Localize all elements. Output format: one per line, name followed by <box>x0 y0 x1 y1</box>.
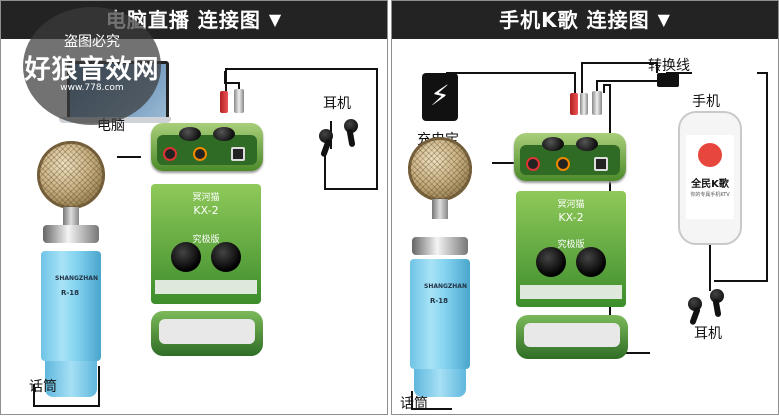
microphone-body <box>41 251 101 361</box>
jack-icon <box>526 157 540 171</box>
silver-plug <box>234 89 244 113</box>
app-name: 全民K歌 <box>686 175 734 190</box>
sound-card-rear-view <box>151 311 263 356</box>
effect-knob-icon <box>211 242 241 272</box>
power-bank-icon: ⚡ <box>422 73 458 121</box>
card-edition: 究极版 <box>151 232 261 245</box>
microphone-ring <box>412 237 468 255</box>
card-model: KX-2 <box>151 204 261 217</box>
sound-card-top-view <box>151 123 263 171</box>
left-panel-computer-streaming: 电脑直播 连接图▼ 电脑 盗图必究 好狼音效网 www.778.com <box>0 0 388 415</box>
microphone-body <box>410 259 470 369</box>
microphone-neck <box>432 199 448 219</box>
microphone-label: 话筒 <box>400 393 428 413</box>
card-edition: 究极版 <box>516 237 626 250</box>
jack-icon <box>163 147 177 161</box>
microphone-ring <box>43 225 99 243</box>
knob-icon <box>576 137 598 151</box>
effect-knob-icon <box>576 247 606 277</box>
jack-icon <box>193 147 207 161</box>
button-strip <box>155 280 257 294</box>
knob-icon <box>542 137 564 151</box>
silver-plug <box>580 93 588 115</box>
volume-knob-icon <box>536 247 566 277</box>
microphone-head <box>408 137 472 201</box>
jack-icon <box>556 157 570 171</box>
silver-plug <box>592 91 602 115</box>
phone-screen: 全民K歌 你的专属手机KTV <box>686 135 734 219</box>
watermark-badge: 盗图必究 好狼音效网 www.778.com <box>23 7 161 125</box>
knob-icon <box>179 127 201 141</box>
microphone-label: 话筒 <box>29 376 57 396</box>
microphone-head <box>37 141 105 209</box>
mic-brand: SHANGZHAN <box>55 275 98 282</box>
watermark-line1: 盗图必究 <box>23 31 161 51</box>
red-plug <box>220 91 228 113</box>
smartphone: 全民K歌 你的专属手机KTV <box>678 111 742 245</box>
mic-model: R-18 <box>430 297 448 305</box>
card-brand: 冥河猫 <box>151 190 261 203</box>
sound-card-front-view: 冥河猫 KX-2 究极版 <box>151 184 261 304</box>
sound-card-front-view: 冥河猫 KX-2 究极版 <box>516 191 626 307</box>
mic-model: R-18 <box>61 289 79 297</box>
volume-knob-icon <box>171 242 201 272</box>
knob-icon <box>213 127 235 141</box>
watermark-url: www.778.com <box>23 83 161 93</box>
mic-brand: SHANGZHAN <box>424 283 467 290</box>
red-plug <box>570 93 578 115</box>
right-panel-phone-karaoke: 手机K歌 连接图▼ ⚡ 充电宝 转换线 <box>391 0 779 415</box>
karaoke-app-icon[interactable] <box>698 143 722 167</box>
earphones-label: 耳机 <box>694 323 722 343</box>
phone-label: 手机 <box>692 91 720 111</box>
watermark-line2: 好狼音效网 <box>23 49 161 86</box>
app-subtitle: 你的专属手机KTV <box>686 191 734 198</box>
earphones-label: 耳机 <box>323 93 351 113</box>
usb-port-icon <box>594 157 608 171</box>
adapter-cable-label: 转换线 <box>648 55 690 75</box>
adapter-plug-icon <box>657 73 679 87</box>
sound-card-top-view <box>514 133 626 181</box>
card-brand: 冥河猫 <box>516 197 626 210</box>
button-strip <box>520 285 622 299</box>
microphone-neck <box>63 207 79 225</box>
sound-card-rear-view <box>516 315 628 359</box>
card-model: KX-2 <box>516 211 626 224</box>
usb-port-icon <box>231 147 245 161</box>
